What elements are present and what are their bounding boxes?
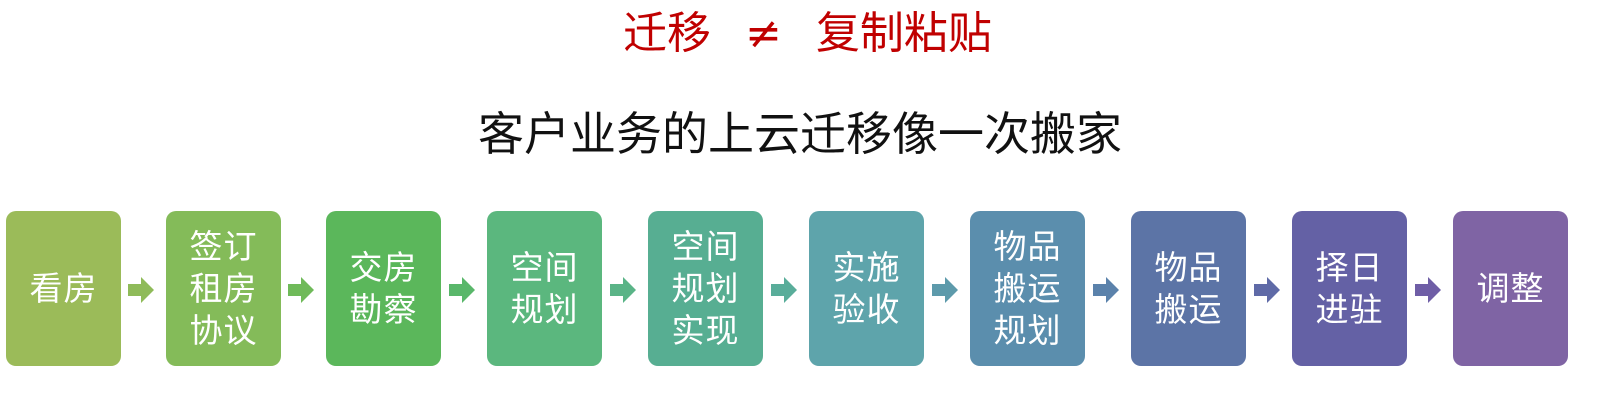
- step-label: 物品搬运规划: [993, 226, 1062, 350]
- right-arrow-icon: [288, 277, 314, 303]
- headline-left: 迁移: [623, 8, 712, 59]
- step-box: 空间规划: [487, 211, 602, 366]
- step-label: 看房: [29, 268, 98, 308]
- right-arrow-icon: [771, 277, 797, 303]
- right-arrow-icon: [610, 277, 636, 303]
- headline-right: 复制粘贴: [815, 8, 992, 59]
- right-arrow-icon: [932, 277, 958, 303]
- step-box: 交房勘察: [326, 211, 441, 366]
- subtitle: 客户业务的上云迁移像一次搬家: [478, 107, 1122, 161]
- step-label: 调整: [1476, 268, 1545, 308]
- right-arrow-icon: [128, 277, 154, 303]
- step-box: 空间规划实现: [648, 211, 763, 366]
- right-arrow-icon: [1093, 277, 1119, 303]
- step-box: 看房: [6, 211, 121, 366]
- right-arrow-icon: [449, 277, 475, 303]
- step-box: 签订租房协议: [166, 211, 281, 366]
- process-flow: 看房 签订租房协议 交房勘察 空间规划 空间规划实现 实施验收 物品搬运规划 物品搬运 择日进驻…: [6, 211, 1611, 367]
- step-label: 签订租房协议: [189, 226, 258, 350]
- step-label: 空间规划实现: [671, 226, 740, 350]
- step-label: 实施验收: [832, 247, 901, 329]
- right-arrow-icon: [1415, 277, 1441, 303]
- step-box: 物品搬运规划: [970, 211, 1085, 366]
- step-box: 实施验收: [809, 211, 924, 366]
- not-equal-symbol: ≠: [745, 8, 782, 59]
- step-box: 物品搬运: [1131, 211, 1246, 366]
- step-label: 物品搬运: [1154, 247, 1223, 329]
- step-label: 空间规划: [510, 247, 579, 329]
- step-box: 调整: [1453, 211, 1568, 366]
- right-arrow-icon: [1254, 277, 1280, 303]
- step-box: 择日进驻: [1292, 211, 1407, 366]
- headline: 迁移 ≠ 复制粘贴: [0, 4, 1615, 64]
- step-label: 交房勘察: [349, 247, 418, 329]
- step-label: 择日进驻: [1315, 247, 1384, 329]
